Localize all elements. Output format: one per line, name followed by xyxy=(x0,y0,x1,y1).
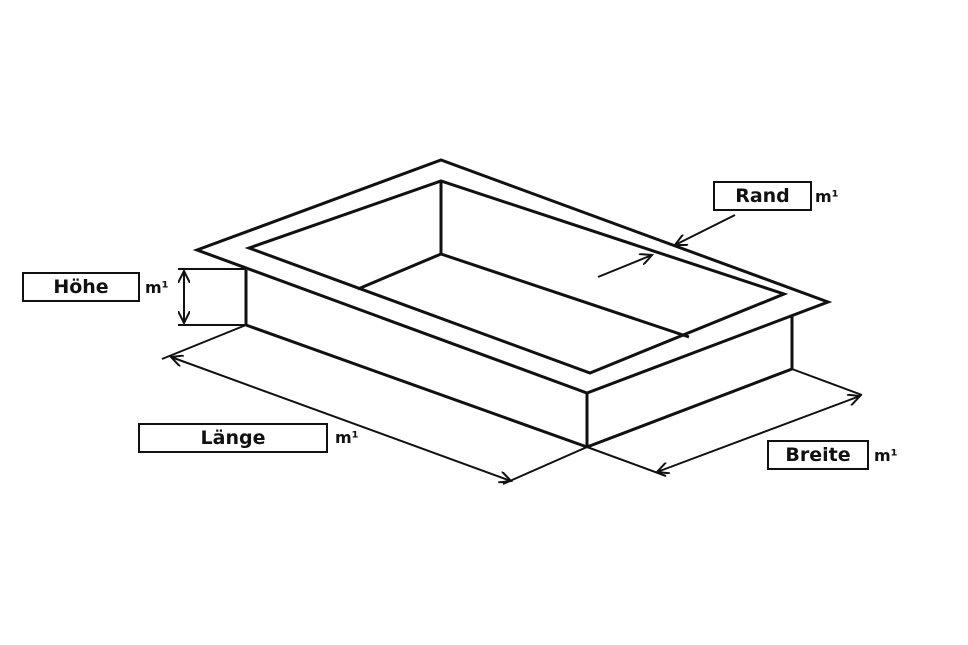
laenge-label: Länge xyxy=(138,423,328,453)
laenge-extension-right xyxy=(502,446,588,485)
rand-label: Rand xyxy=(713,181,812,211)
inner-bottom-back-edge xyxy=(357,252,442,291)
laenge-extension-left xyxy=(161,324,247,360)
breite-unit: m¹ xyxy=(874,446,898,465)
hoehe-label: Höhe xyxy=(22,272,140,302)
breite-extension-left xyxy=(586,446,667,477)
breite-label: Breite xyxy=(767,440,869,470)
rand-unit: m¹ xyxy=(815,187,839,206)
outer-rim xyxy=(192,158,833,395)
hoehe-unit: m¹ xyxy=(145,278,169,297)
inner-rim xyxy=(244,179,789,375)
rand-arrow-outer xyxy=(675,214,736,245)
breite-extension-right xyxy=(791,368,863,396)
rand-arrow-inner xyxy=(597,255,652,278)
breite-arrow xyxy=(657,396,860,472)
laenge-arrow xyxy=(171,357,511,481)
inner-bottom-right-edge xyxy=(440,252,690,339)
laenge-unit: m¹ xyxy=(335,428,359,447)
